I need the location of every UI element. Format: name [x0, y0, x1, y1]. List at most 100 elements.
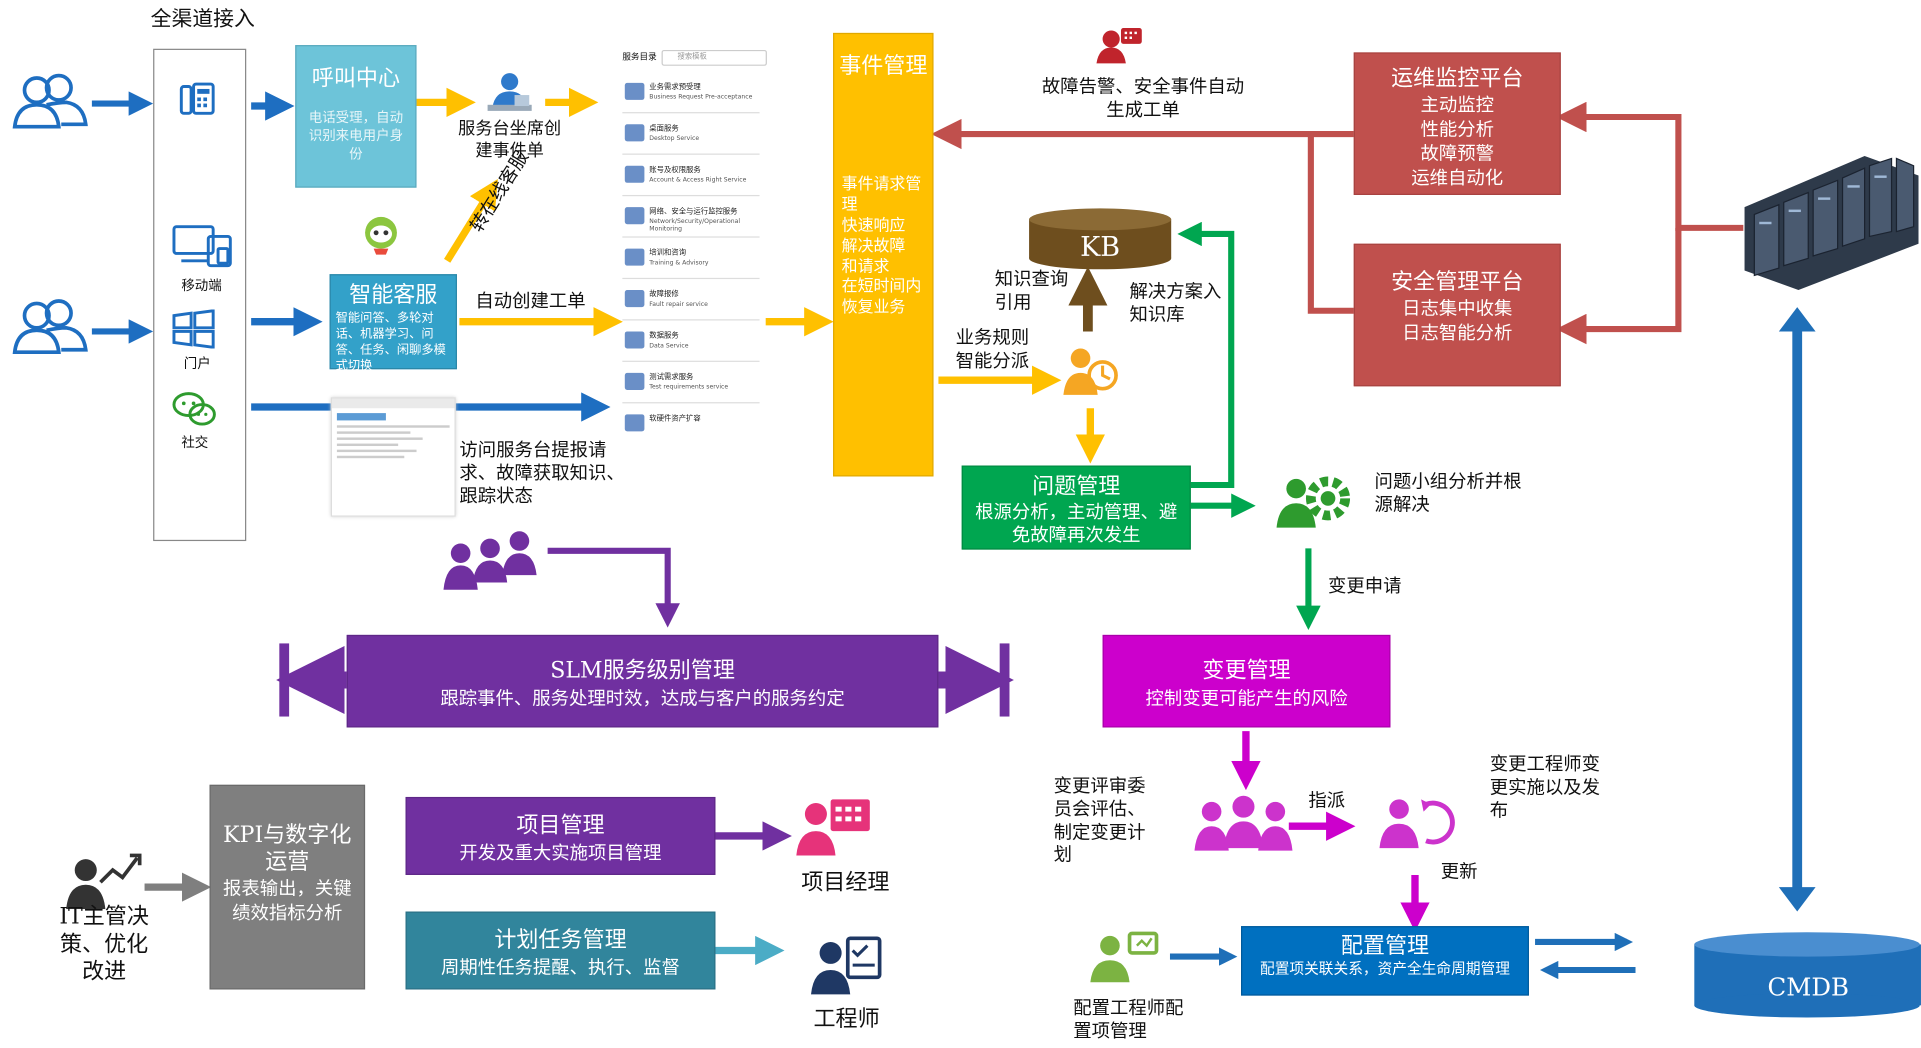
slm-desc: 跟踪事件、服务处理时效，达成与客户的服务约定 — [440, 687, 845, 710]
catalog-item-title: 测试需求服务 — [649, 372, 694, 382]
config-person-icon — [1090, 931, 1159, 983]
change-desc: 控制变更可能产生的风险 — [1145, 687, 1348, 710]
alarm-icon — [1096, 28, 1142, 64]
catalog-header: 服务目录 — [622, 52, 657, 63]
incident-management-box: 事件管理 事件请求管理 快速响应 解决故障 和请求 在短时间内恢复业务 — [833, 32, 934, 477]
ops-line-1: 主动监控 — [1420, 93, 1495, 116]
config-desc: 配置项关联关系，资产全生命周期管理 — [1259, 960, 1510, 978]
server-rack-icon — [1744, 155, 1919, 291]
security-title: 安全管理平台 — [1391, 269, 1524, 295]
dispatch-note: 业务规则智能分派 — [955, 326, 1030, 372]
it-manager-note: IT主管决策、优化改进 — [59, 904, 149, 985]
users-icon — [12, 299, 88, 355]
alert-note: 故障告警、安全事件自动生成工单 — [1041, 75, 1245, 121]
ops-line-4: 运维自动化 — [1411, 166, 1504, 189]
catalog-item-subtitle: Business Request Pre-acceptance — [649, 93, 753, 102]
change-title: 变更管理 — [1202, 658, 1291, 684]
users-icon — [12, 73, 88, 129]
chat-window-thumbnail — [330, 397, 456, 517]
smart-cs-box: 智能客服 智能问答、多轮对话、机器学习、问答、任务、闲聊多模式切换 — [329, 274, 457, 373]
task-person-icon — [811, 936, 882, 995]
call-center-desc: 电话受理，自动识别来电用户身份 — [308, 109, 404, 162]
cmdb-database-icon — [1694, 932, 1921, 1018]
catalog-item-title: 桌面服务 — [649, 124, 679, 133]
plan-desc: 周期性任务提醒、执行、监督 — [441, 956, 680, 979]
catalog-item-subtitle: Training & Advisory — [649, 259, 709, 267]
catalog-search-placeholder: 搜索模板 — [677, 52, 707, 61]
chart-person-icon — [66, 853, 142, 910]
catalog-item-subtitle: Fault repair service — [649, 300, 708, 309]
kpi-title: KPI与数字化运营 — [223, 822, 352, 875]
cmdb-label: CMDB — [1767, 972, 1849, 1002]
config-management-box: 配置管理 配置项关联关系，资产全生命周期管理 — [1241, 926, 1529, 996]
catalog-item-subtitle: Account & Access Right Service — [649, 176, 747, 185]
service-icon — [624, 372, 645, 390]
call-center-title: 呼叫中心 — [311, 65, 400, 92]
cycle-person-icon — [1379, 799, 1455, 849]
catalog-item-subtitle: Desktop Service — [649, 135, 700, 143]
catalog-item[interactable]: 网络、安全与运行监控服务 Network/Security/Operational… — [622, 200, 760, 238]
kpi-box: KPI与数字化运营 报表输出，关键绩效指标分析 — [209, 784, 366, 990]
incident-desc: 事件请求管理 快速响应 解决故障 和请求 在短时间内恢复业务 — [841, 175, 922, 318]
catalog-item[interactable]: 桌面服务 Desktop Service — [622, 117, 760, 155]
robot-icon — [365, 216, 397, 255]
service-icon — [624, 207, 645, 225]
catalog-item-title: 网络、安全与运行监控服务 — [649, 207, 738, 216]
project-title: 项目管理 — [516, 812, 605, 839]
gear-team-icon — [1276, 476, 1351, 528]
config-engineer-note: 配置工程师配置项管理 — [1073, 996, 1184, 1042]
problem-team-note: 问题小组分析并根源解决 — [1374, 470, 1522, 516]
smart-cs-title: 智能客服 — [349, 282, 438, 309]
agent-icon — [487, 73, 532, 111]
project-desc: 开发及重大实施项目管理 — [459, 842, 662, 864]
kpi-desc: 报表输出，关键绩效指标分析 — [222, 877, 352, 924]
channel-mobile-label: 移动端 — [181, 277, 222, 294]
assign-label: 指派 — [1308, 789, 1346, 812]
engineer-label: 工程师 — [813, 1006, 880, 1033]
cab-note: 变更评审委员会评估、制定变更计划 — [1053, 775, 1146, 866]
security-platform-box: 安全管理平台 日志集中收集 日志智能分析 — [1353, 243, 1561, 387]
catalog-item-title: 故障报修 — [649, 290, 679, 299]
catalog-item-title: 业务需求预受理 — [649, 82, 701, 92]
plan-title: 计划任务管理 — [494, 927, 627, 953]
channels-title: 全渠道接入 — [150, 7, 255, 32]
service-icon — [624, 414, 645, 432]
group-icon — [1194, 795, 1293, 851]
web-portal-note: 访问服务台提报请求、故障获取知识、跟踪状态 — [459, 438, 625, 507]
devices-icon — [172, 225, 232, 268]
problem-desc: 根源分析，主动管理、避免故障再次发生 — [975, 500, 1178, 546]
group-icon — [443, 531, 537, 590]
call-center-box: 呼叫中心 电话受理，自动识别来电用户身份 — [295, 45, 417, 188]
change-request-label: 变更申请 — [1328, 575, 1402, 598]
service-icon — [624, 82, 645, 100]
kb-query-note: 知识查询引用 — [994, 268, 1069, 313]
catalog-item-subtitle: Network/Security/Operational Monitoring — [649, 218, 741, 233]
project-management-box: 项目管理 开发及重大实施项目管理 — [405, 796, 716, 875]
smart-cs-desc: 智能问答、多轮对话、机器学习、问答、任务、闲聊多模式切换 — [335, 311, 446, 373]
channel-panel — [153, 48, 247, 542]
ops-title: 运维监控平台 — [1391, 65, 1524, 92]
change-engineer-note: 变更工程师变更实施以及发布 — [1489, 753, 1600, 821]
catalog-item-title: 培训和咨询 — [649, 248, 687, 258]
catalog-item-title: 账号及权限服务 — [649, 165, 701, 175]
security-line-2: 日志智能分析 — [1402, 321, 1513, 344]
service-icon — [624, 124, 645, 142]
catalog-search-input[interactable]: 搜索模板 — [661, 49, 767, 66]
channel-portal-label: 门户 — [183, 355, 211, 372]
auto-ticket-label: 自动创建工单 — [475, 290, 586, 312]
config-title: 配置管理 — [1340, 933, 1430, 960]
ops-monitoring-box: 运维监控平台 主动监控 性能分析 故障预警 运维自动化 — [1353, 52, 1561, 195]
catalog-item[interactable]: 软硬件资产扩容 — [622, 407, 759, 444]
kb-solution-note: 解决方案入知识库 — [1129, 280, 1222, 326]
security-line-1: 日志集中收集 — [1402, 297, 1513, 320]
change-management-box: 变更管理 控制变更可能产生的风险 — [1102, 634, 1391, 728]
